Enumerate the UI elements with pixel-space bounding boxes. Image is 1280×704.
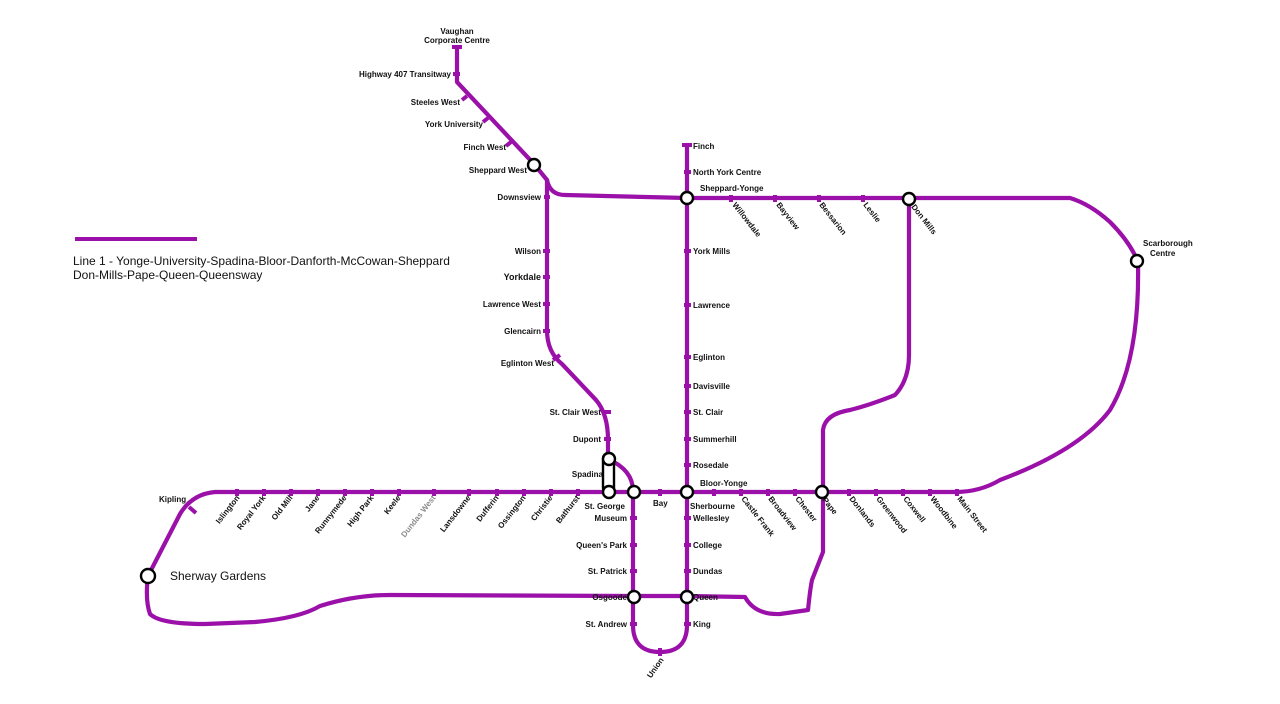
station-label-kipling[interactable]: Kipling [159,495,186,504]
station-label-north-york-centre[interactable]: North York Centre [693,168,762,177]
station-ticks [187,45,959,656]
station-label-summerhill[interactable]: Summerhill [693,435,737,444]
station-label-eglinton[interactable]: Eglinton [693,353,725,362]
station-label-osgoode[interactable]: Osgoode [592,593,627,602]
station-label-scarborough-1[interactable]: Scarborough [1143,239,1193,248]
legend-label-line1: Line 1 - Yonge-University-Spadina-Bloor-… [73,254,450,268]
station-label-old-mill[interactable]: Old Mill [270,494,295,522]
station-label-don-mills[interactable]: Don Mills [909,203,938,237]
station-label-dupont[interactable]: Dupont [573,435,601,444]
station-label-leslie[interactable]: Leslie [861,201,882,225]
station-label-york-mills[interactable]: York Mills [693,247,731,256]
labels-west: Kipling Islington Royal York Old Mill Ja… [159,493,582,583]
interchange-spadina[interactable] [601,451,617,467]
station-label-bay[interactable]: Bay [653,499,668,508]
station-label-union[interactable]: Union [645,656,665,680]
station-label-christie[interactable]: Christie [529,493,555,522]
station-label-vaughan-1[interactable]: Vaughan [440,27,473,36]
station-label-bessarion[interactable]: Bessarion [817,201,848,237]
station-label-keele[interactable]: Keele [382,493,403,516]
interchange-queen[interactable] [679,589,695,605]
route-spadina-branch [454,44,611,494]
station-label-queens-park[interactable]: Queen's Park [576,541,627,550]
station-label-sheppard-yonge[interactable]: Sheppard-Yonge [700,184,764,193]
interchange-bay[interactable] [626,484,642,500]
station-label-islington[interactable]: Islington [214,494,242,526]
station-label-college[interactable]: College [693,541,722,550]
station-label-bloor-yonge[interactable]: Bloor-Yonge [700,479,748,488]
interchange-pape[interactable] [814,484,830,500]
station-label-woodbine[interactable]: Woodbine [928,495,959,531]
station-label-wellesley[interactable]: Wellesley [693,514,730,523]
station-label-museum[interactable]: Museum [595,514,627,523]
station-label-bathurst[interactable]: Bathurst [554,493,582,525]
interchange-scarborough-centre[interactable] [1129,253,1145,269]
station-label-sheppard-west[interactable]: Sheppard West [469,166,527,175]
station-label-yorkdale[interactable]: Yorkdale [504,272,541,282]
station-tick-steeles-west [460,94,469,102]
station-label-scarborough-2[interactable]: Centre [1150,249,1176,258]
station-tick-york-university [481,116,490,124]
route-queensway [144,195,912,627]
route-mccowan-east [952,259,1141,495]
station-label-st-clair[interactable]: St. Clair [693,408,723,417]
route-lines [144,44,1141,655]
station-label-st-george[interactable]: St. George [585,502,626,511]
station-label-bayview[interactable]: Bayview [774,201,801,232]
station-label-downsview[interactable]: Downsview [497,193,541,202]
labels-university-yonge: St. George Museum Queen's Park St. Patri… [576,142,764,680]
interchange-markers [139,157,1145,605]
interchange-sheppard-yonge[interactable] [679,190,695,206]
legend: Line 1 - Yonge-University-Spadina-Bloor-… [73,237,450,282]
interchange-don-mills[interactable] [901,191,917,207]
station-label-hwy407[interactable]: Highway 407 Transitway [359,70,452,79]
station-label-coxwell[interactable]: Coxwell [901,495,927,524]
station-label-queen[interactable]: Queen [693,593,718,602]
station-label-lawrence[interactable]: Lawrence [693,301,730,310]
station-tick-kipling [187,505,198,515]
station-label-finch-west[interactable]: Finch West [463,143,506,152]
station-label-vaughan-2[interactable]: Corporate Centre [424,36,490,45]
interchange-sheppard-west[interactable] [526,157,542,173]
station-label-dufferin[interactable]: Dufferin [475,494,501,524]
station-label-eglinton-west[interactable]: Eglinton West [501,359,555,368]
station-label-chester[interactable]: Chester [793,495,818,524]
station-label-york-university[interactable]: York University [425,120,484,129]
station-label-main-street[interactable]: Main Street [955,495,989,535]
station-label-jane[interactable]: Jane [303,493,322,513]
station-label-spadina[interactable]: Spadina [572,470,604,479]
route-university-yonge-loop [630,142,690,655]
station-label-donlands[interactable]: Donlands [847,495,877,530]
interchange-bloor-yonge[interactable] [679,484,695,500]
interchange-st-george[interactable] [601,484,617,500]
legend-label-line2: Don-Mills-Pape-Queen-Queensway [73,268,262,282]
station-label-lansdowne[interactable]: Lansdowne [438,493,473,534]
station-label-lawrence-west[interactable]: Lawrence West [483,300,541,309]
station-label-willowdale[interactable]: Willowdale [730,201,763,239]
station-label-ossington[interactable]: Ossington [496,494,528,531]
interchange-sherway-gardens[interactable] [139,567,157,585]
station-label-finch[interactable]: Finch [693,142,714,151]
station-label-wilson[interactable]: Wilson [515,247,541,256]
station-label-sherbourne[interactable]: Sherbourne [690,502,735,511]
station-label-steeles-west[interactable]: Steeles West [411,98,461,107]
station-label-high-park[interactable]: High Park [345,493,375,528]
labels-spadina-branch: Vaughan Corporate Centre Highway 407 Tra… [359,27,604,479]
station-label-dundas-west[interactable]: Dundas West [399,493,437,539]
station-label-davisville[interactable]: Davisville [693,382,730,391]
route-bloor-danforth [145,489,958,579]
station-label-glencairn[interactable]: Glencairn [504,327,541,336]
station-label-rosedale[interactable]: Rosedale [693,461,729,470]
station-label-st-patrick[interactable]: St. Patrick [588,567,628,576]
station-label-king[interactable]: King [693,620,711,629]
interchange-osgoode[interactable] [626,589,642,605]
station-label-dundas[interactable]: Dundas [693,567,723,576]
station-tick-finch-west [504,140,513,148]
station-label-st-clair-west[interactable]: St. Clair West [550,408,602,417]
station-label-st-andrew[interactable]: St. Andrew [586,620,628,629]
route-sheppard [544,177,1141,265]
station-label-sherway-gardens[interactable]: Sherway Gardens [170,569,266,583]
station-tick-eglinton-west [551,353,562,362]
